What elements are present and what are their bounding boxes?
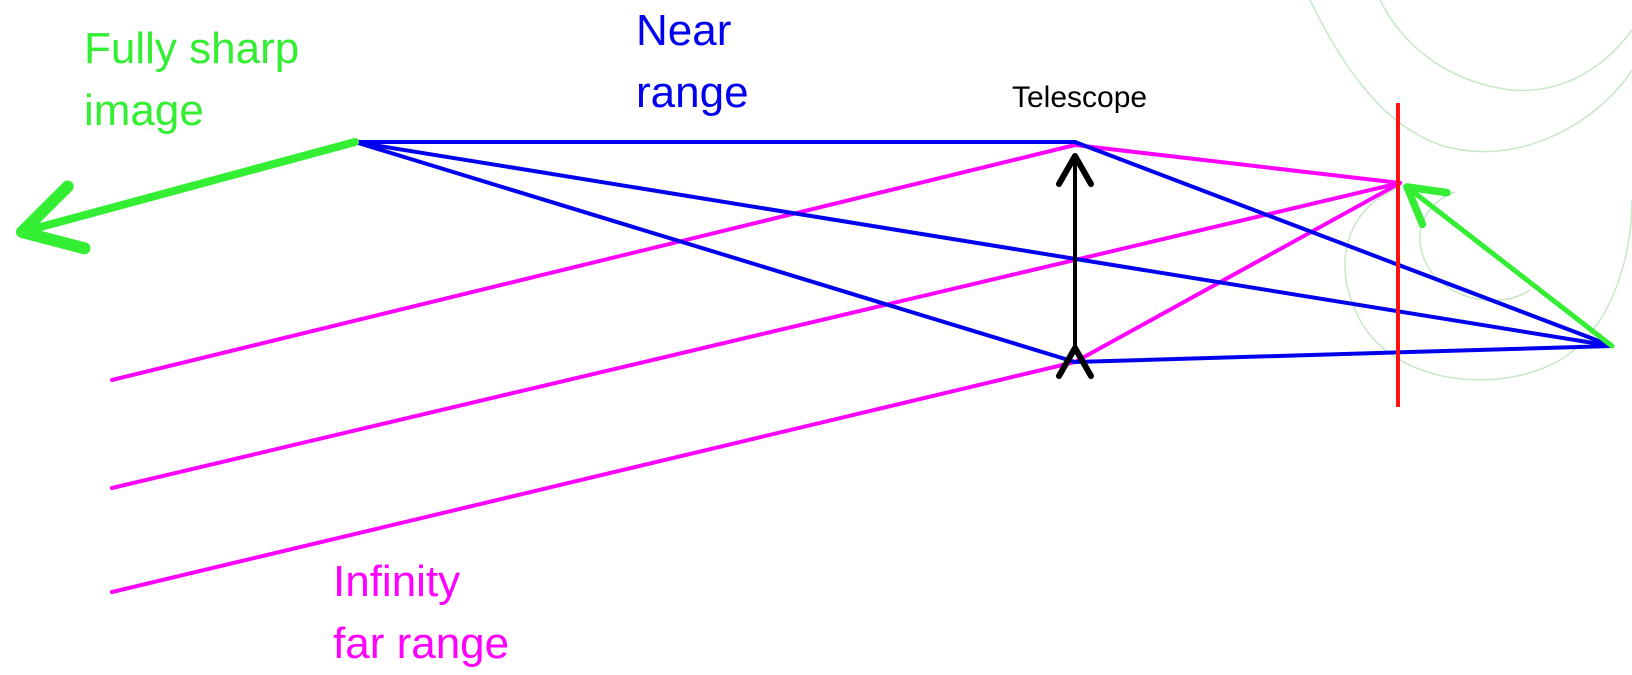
- far-range-rays: [110, 143, 1402, 594]
- telescope-label: Telescope: [1012, 80, 1147, 116]
- telescope-label-text: Telescope: [1012, 81, 1148, 114]
- infinity-far-range-label-line-2: far range: [333, 619, 510, 668]
- sharp-image-label-line-1: Fully sharp: [84, 24, 300, 73]
- near-range-label: Near range: [636, 0, 749, 124]
- infinity-far-range-label: Infinity far range: [333, 551, 509, 675]
- sharp-image-label: Fully sharp image: [84, 18, 299, 142]
- eye-to-plane-arrow: [1403, 183, 1615, 349]
- near-range-rays: [353, 140, 1614, 364]
- near-range-label-line-2: range: [636, 68, 749, 117]
- near-range-label-line-1: Near: [636, 6, 732, 55]
- sharp-image-label-line-2: image: [84, 86, 204, 135]
- sharp-image-arrow: [16, 138, 359, 255]
- infinity-far-range-label-line-1: Infinity: [333, 557, 461, 606]
